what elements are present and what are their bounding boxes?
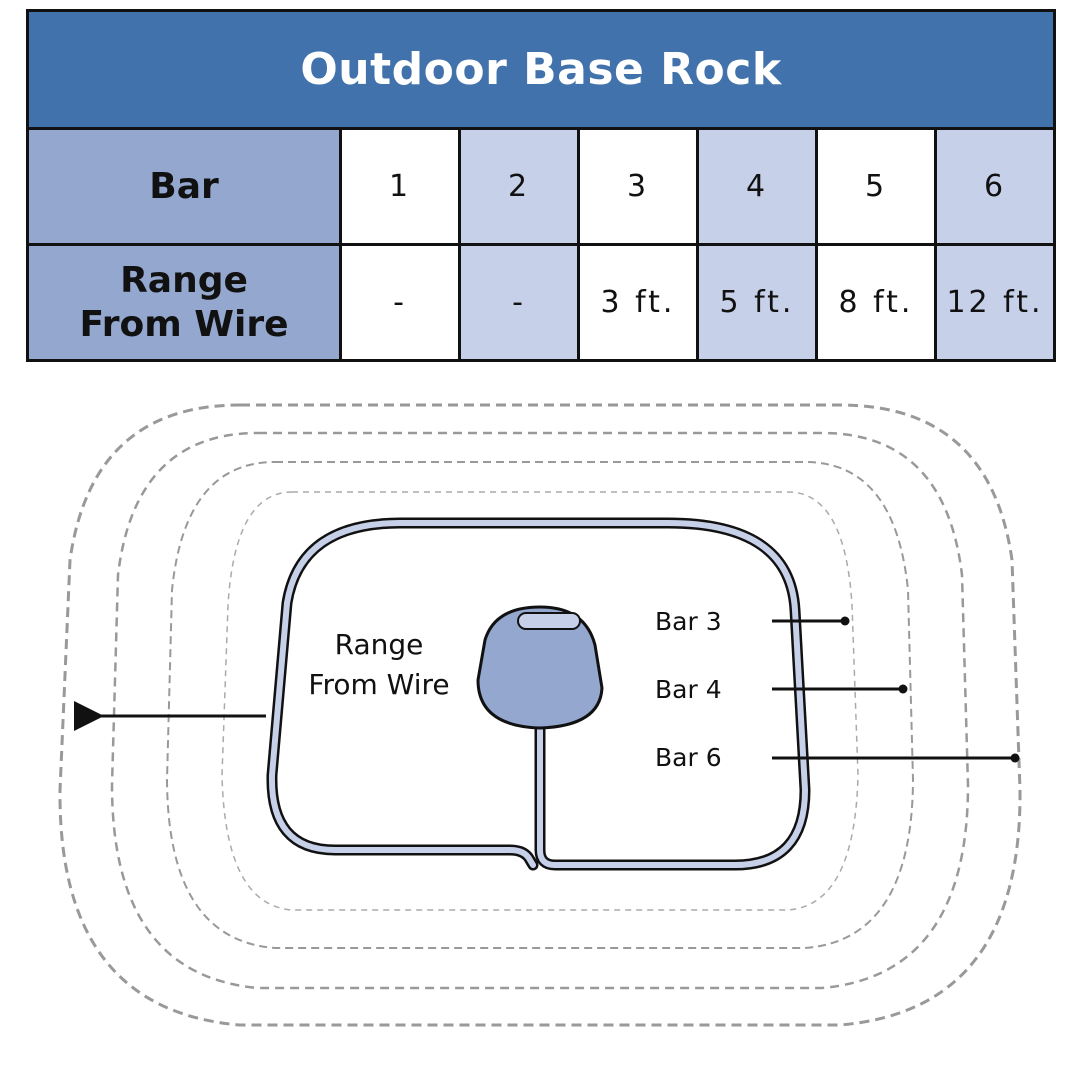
bar-6-endpoint (1010, 753, 1020, 763)
bar-cell-5: 5 (815, 127, 937, 246)
bar-3-endpoint (840, 616, 850, 626)
bar-4-label: Bar 4 (655, 675, 722, 704)
range-cell-2: - (458, 243, 580, 362)
bar-3-label: Bar 3 (655, 607, 722, 636)
bar-cell-3: 3 (577, 127, 699, 246)
range-cell-3: 3 ft. (577, 243, 699, 362)
range-contour-bar5 (110, 431, 970, 990)
range-cell-4: 5 ft. (696, 243, 818, 362)
bar-row: Bar 1 2 3 4 5 6 (26, 127, 1056, 246)
bar-cell-2: 2 (458, 127, 580, 246)
range-label-line1: Range (335, 628, 424, 661)
bar-cell-6: 6 (934, 127, 1056, 246)
bar-6-label: Bar 6 (655, 743, 722, 772)
bar-cell-1: 1 (339, 127, 461, 246)
base-rock-slot (517, 612, 581, 630)
base-rock-icon (476, 605, 604, 730)
range-cell-6: 12 ft. (934, 243, 1056, 362)
range-row: Range From Wire - - 3 ft. 5 ft. 8 ft. 12… (26, 243, 1056, 362)
range-label-line2: From Wire (308, 668, 449, 701)
range-row-header-line1: Range (120, 259, 248, 301)
range-cell-5: 8 ft. (815, 243, 937, 362)
range-contour-bar4 (165, 461, 915, 949)
range-row-header: Range From Wire (26, 243, 342, 362)
table-title: Outdoor Base Rock (26, 9, 1056, 127)
range-contour-bar6 (58, 403, 1022, 1027)
bar-row-header: Bar (26, 127, 342, 246)
bar-4-endpoint (898, 684, 908, 694)
range-row-header-line2: From Wire (79, 303, 289, 345)
range-cell-1: - (339, 243, 461, 362)
bar-cell-4: 4 (696, 127, 818, 246)
range-table: Bar 1 2 3 4 5 6 Range From Wire - - 3 ft… (26, 127, 1056, 362)
